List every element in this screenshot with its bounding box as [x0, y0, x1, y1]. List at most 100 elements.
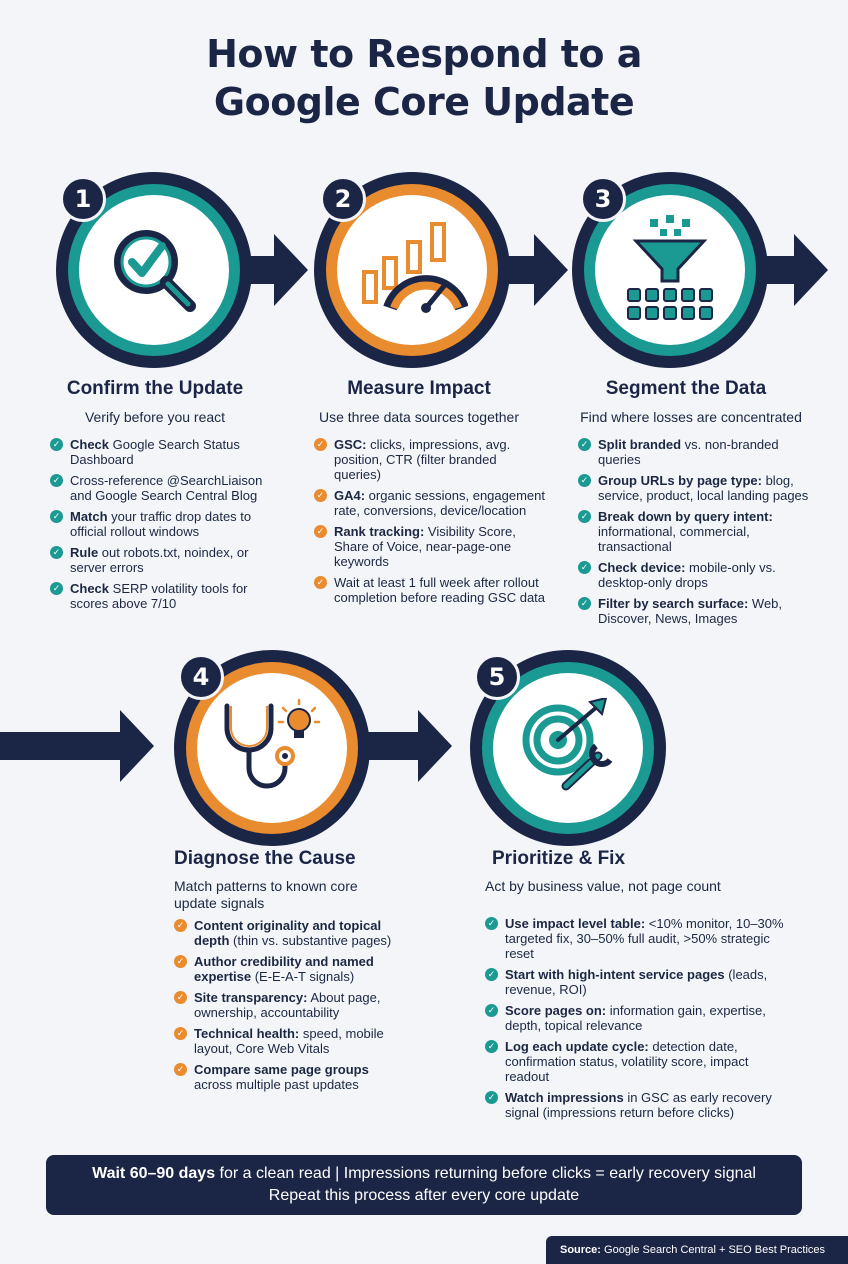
list-item: ✓ Rule out robots.txt, noindex, or server…	[50, 545, 282, 575]
title-line-1: How to Respond to a	[206, 32, 642, 76]
list-item: ✓ Site transparency: About page, ownershi…	[174, 990, 404, 1020]
step-2-number: 2	[320, 176, 366, 222]
check-icon: ✓	[50, 582, 63, 595]
target-wrench-icon	[493, 673, 643, 823]
check-icon: ✓	[578, 561, 591, 574]
list-item-bold: Log each update cycle:	[505, 1039, 649, 1054]
check-icon: ✓	[174, 1063, 187, 1076]
list-item: ✓ Check SERP volatility tools for scores …	[50, 581, 282, 611]
list-item-text: (E-E-A-T signals)	[251, 969, 355, 984]
list-item-text: out robots.txt, noindex, or server error…	[70, 545, 249, 575]
check-icon: ✓	[174, 955, 187, 968]
bottom-note-rest: for a clean read | Impressions returning…	[215, 1165, 756, 1182]
source-text: Google Search Central + SEO Best Practic…	[600, 1244, 826, 1256]
check-icon: ✓	[314, 576, 327, 589]
source-credit: Source: Google Search Central + SEO Best…	[546, 1236, 848, 1264]
list-item-text: blog, service, product, local landing pa…	[598, 473, 809, 503]
list-item-bold: Site transparency:	[194, 990, 308, 1005]
list-item-text: (thin vs. substantive pages)	[229, 933, 392, 948]
list-item-bold: Filter by search surface:	[598, 596, 749, 611]
list-item-bold: Content originality and topical depth	[194, 918, 382, 948]
list-item-bold: Split branded	[598, 437, 682, 452]
list-item-text: About page, ownership, accountability	[194, 990, 381, 1020]
step-5-title: Prioritize & Fix	[492, 848, 626, 869]
list-item: ✓ Compare same page groups across multipl…	[174, 1062, 404, 1092]
source-label: Source:	[560, 1244, 601, 1256]
step-3-list: ✓Split branded vs. non-branded queries✓G…	[578, 437, 810, 632]
list-item-bold: Check device:	[598, 560, 686, 575]
list-item-text: Visibility Score, Share of Voice, near-p…	[334, 524, 516, 569]
list-item-text: (leads, revenue, ROI)	[505, 967, 768, 997]
step-1-subtitle: Verify before you react	[84, 409, 226, 425]
list-item-text: Wait at least 1 full week after rollout …	[334, 575, 546, 605]
list-item-bold: Technical health:	[194, 1026, 300, 1041]
stethoscope-lightbulb-icon	[197, 673, 347, 823]
page-title: How to Respond to a Google Core Update	[0, 30, 848, 126]
bottom-note-bold: Wait 60–90 days	[92, 1165, 216, 1182]
check-icon: ✓	[485, 917, 498, 930]
list-item: ✓Author credibility and named expertise …	[174, 954, 404, 984]
check-icon: ✓	[314, 525, 327, 538]
bottom-note-line-1: Wait 60–90 days for a clean read | Impre…	[46, 1163, 802, 1185]
list-item-text: your traffic drop dates to official roll…	[70, 509, 252, 539]
list-item: ✓ Rank tracking: Visibility Score, Share …	[314, 524, 546, 569]
list-item-bold: Rank tracking:	[334, 524, 425, 539]
check-icon: ✓	[174, 1027, 187, 1040]
list-item-text: <10% monitor, 10–30% targeted fix, 30–50…	[505, 916, 784, 961]
list-item: ✓Start with high-intent service pages (l…	[485, 967, 785, 997]
list-item: ✓ Wait at least 1 full week after rollout…	[314, 575, 546, 605]
list-item: ✓ Filter by search surface: Web, Discover…	[578, 596, 810, 626]
list-item-bold: Check	[70, 437, 110, 452]
check-icon: ✓	[50, 546, 63, 559]
bottom-note: Wait 60–90 days for a clean read | Impre…	[46, 1155, 802, 1215]
list-item: ✓Score pages on: information gain, exper…	[485, 1003, 785, 1033]
list-item-text: SERP volatility tools for scores above 7…	[70, 581, 248, 611]
list-item-text: Google Search Status Dashboard	[70, 437, 240, 467]
list-item-text: informational, commercial, transactional	[598, 524, 750, 554]
check-icon: ✓	[578, 597, 591, 610]
check-icon: ✓	[485, 1091, 498, 1104]
step-3-title: Segment the Data	[605, 378, 767, 399]
step-4-subtitle: Match patterns to known core update sign…	[174, 878, 358, 911]
list-item-bold: Score pages on:	[505, 1003, 607, 1018]
step-5-subtitle: Act by business value, not page count	[485, 878, 721, 894]
list-item-bold: Group URLs by page type:	[598, 473, 762, 488]
bottom-note-line-2: Repeat this process after every core upd…	[268, 1187, 580, 1204]
list-item-bold: Check	[70, 581, 110, 596]
arrow-into-step-4	[0, 708, 156, 784]
funnel-grid-icon	[595, 195, 745, 345]
list-item: ✓GA4: organic sessions, engagement rate,…	[314, 488, 546, 518]
list-item-bold: Author credibility and named expertise	[194, 954, 374, 984]
list-item: ✓Use impact level table: <10% monitor, 1…	[485, 916, 785, 961]
step-2-subtitle: Use three data sources together	[318, 409, 519, 425]
list-item: ✓Break down by query intent: information…	[578, 509, 810, 554]
list-item: ✓ Watch impressions in GSC as early recov…	[485, 1090, 785, 1120]
check-icon: ✓	[174, 991, 187, 1004]
list-item-bold: Break down by query intent:	[598, 509, 773, 524]
list-item: ✓ Check device: mobile-only vs. desktop-o…	[578, 560, 810, 590]
list-item: ✓Split branded vs. non-branded queries	[578, 437, 810, 467]
step-1-list: ✓ Check Google Search Status Dashboard ✓ Cr…	[50, 437, 282, 617]
list-item-bold: Watch impressions	[505, 1090, 624, 1105]
list-item-text: Web, Discover, News, Images	[598, 596, 783, 626]
step-4-number: 4	[178, 654, 224, 700]
step-3-number: 3	[580, 176, 626, 222]
list-item-bold: Match	[70, 509, 108, 524]
step-1-title: Confirm the Update	[66, 378, 244, 399]
list-item-bold: Rule	[70, 545, 99, 560]
list-item-bold: GSC:	[334, 437, 367, 452]
list-item-bold: Compare same page groups	[194, 1062, 369, 1077]
list-item-text: across multiple past updates	[194, 1077, 359, 1092]
step-4-title: Diagnose the Cause	[174, 848, 356, 869]
list-item: ✓ Check Google Search Status Dashboard	[50, 437, 282, 467]
check-icon: ✓	[578, 474, 591, 487]
list-item-text: in GSC as early recovery signal (impress…	[505, 1090, 772, 1120]
list-item-text: Cross-reference @SearchLiaison and Googl…	[70, 473, 263, 503]
magnifier-check-icon	[79, 195, 229, 345]
list-item-text: vs. non-branded queries	[598, 437, 779, 467]
list-item-text: speed, mobile layout, Core Web Vitals	[194, 1026, 384, 1056]
list-item-text: mobile-only vs. desktop-only drops	[598, 560, 776, 590]
check-icon: ✓	[50, 438, 63, 451]
list-item-text: organic sessions, engagement rate, conve…	[334, 488, 546, 518]
list-item-text: clicks, impressions, avg. position, CTR …	[334, 437, 511, 482]
